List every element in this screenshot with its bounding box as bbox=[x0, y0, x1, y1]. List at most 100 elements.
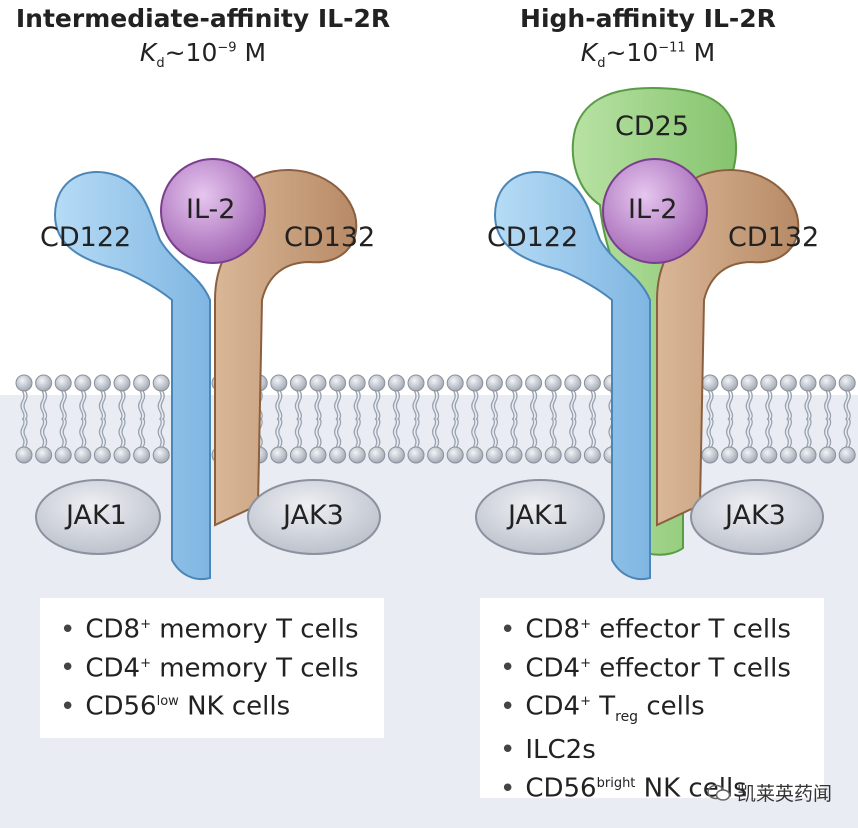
lipid-head bbox=[387, 374, 405, 392]
jak3-right bbox=[690, 479, 824, 555]
lipid-tail bbox=[317, 417, 322, 448]
lipid-tail bbox=[807, 417, 812, 448]
cell-suffix: NK cells bbox=[635, 773, 747, 804]
lipid-tail bbox=[529, 417, 535, 448]
lipid-tail bbox=[474, 390, 479, 421]
lipid-tail bbox=[706, 390, 711, 421]
lipid-tail bbox=[572, 390, 577, 421]
lipid-head bbox=[799, 446, 817, 464]
lipid-tail bbox=[552, 390, 557, 421]
lipid-tail bbox=[79, 417, 84, 448]
lipid-tail bbox=[376, 390, 381, 421]
cell-superscript: + bbox=[140, 617, 151, 632]
lipid-head bbox=[701, 446, 719, 464]
kd-symbol: K bbox=[580, 38, 598, 67]
lipid-tail bbox=[529, 390, 535, 421]
lipid-head bbox=[329, 374, 347, 392]
lipid-tail bbox=[725, 390, 731, 421]
lipid-tail bbox=[353, 390, 358, 421]
lipid-tail bbox=[569, 417, 574, 448]
lipid-tail bbox=[20, 417, 25, 448]
lipid-head bbox=[368, 446, 386, 464]
lipid-tail bbox=[373, 417, 378, 448]
lipid-head bbox=[407, 374, 425, 392]
lipid-tail bbox=[79, 390, 84, 421]
lipid-tail bbox=[451, 417, 456, 448]
label-il2-right: IL-2 bbox=[628, 194, 678, 225]
kd-subscript: d bbox=[156, 56, 165, 71]
lipid-tail bbox=[748, 417, 753, 448]
label-jak1-left: JAK1 bbox=[66, 500, 127, 531]
label-cd132-right: CD132 bbox=[728, 222, 820, 253]
lipid-tail bbox=[118, 417, 123, 448]
kd-value-intermediate: Kd~10−9 M bbox=[0, 38, 413, 71]
lipid-tail bbox=[490, 417, 496, 448]
lipid-tail bbox=[725, 417, 731, 448]
cell-type-item: CD8+ effector T cells bbox=[500, 608, 824, 647]
kd-unit: M bbox=[685, 38, 716, 67]
lipid-tail bbox=[121, 417, 126, 448]
cell-superscript: + bbox=[140, 655, 151, 671]
cell-type-item: ILC2s bbox=[500, 734, 824, 767]
lipid-tail bbox=[768, 390, 773, 421]
cd122-chain-left bbox=[53, 170, 211, 580]
lipid-tail bbox=[157, 390, 162, 421]
lipid-tail bbox=[513, 390, 518, 421]
lipid-tail bbox=[549, 417, 554, 448]
label-il2-left: IL-2 bbox=[186, 194, 236, 225]
lipid-head bbox=[779, 374, 797, 392]
lipid-tail bbox=[160, 390, 165, 421]
label-cd122-left: CD122 bbox=[40, 222, 132, 253]
lipid-tail bbox=[336, 390, 342, 421]
lipid-head bbox=[54, 374, 72, 392]
lipid-tail bbox=[569, 390, 574, 421]
lipid-head bbox=[760, 446, 778, 464]
lipid-head bbox=[564, 374, 582, 392]
cell-type-item: CD8+ memory T cells bbox=[60, 608, 384, 647]
lipid-tail bbox=[39, 417, 45, 448]
lipid-tail bbox=[392, 417, 398, 448]
lipid-tail bbox=[140, 417, 146, 448]
lipid-tail bbox=[294, 390, 300, 421]
kd-symbol: K bbox=[139, 38, 157, 67]
lipid-tail bbox=[588, 417, 594, 448]
lipid-tail bbox=[157, 417, 162, 448]
panel-title-intermediate: Intermediate-affinity IL-2R bbox=[15, 4, 391, 33]
lipid-tail bbox=[549, 390, 554, 421]
wechat-icon bbox=[707, 784, 731, 801]
lipid-head bbox=[329, 446, 347, 464]
lipid-tail bbox=[434, 390, 440, 421]
lipid-tail bbox=[493, 417, 499, 448]
lipid-tail bbox=[395, 417, 401, 448]
lipid-tail bbox=[765, 417, 770, 448]
lipid-tail bbox=[275, 390, 280, 421]
kd-unit: M bbox=[236, 38, 267, 67]
kd-value-high: Kd~10−11 M bbox=[438, 38, 858, 71]
lipid-tail bbox=[317, 390, 322, 421]
cell-name: ILC2s bbox=[525, 735, 596, 766]
lipid-tail bbox=[471, 390, 476, 421]
lipid-tail bbox=[745, 417, 750, 448]
lipid-tail bbox=[434, 417, 440, 448]
lipid-tail bbox=[294, 417, 300, 448]
lipid-tail bbox=[471, 417, 476, 448]
lipid-tail bbox=[395, 390, 401, 421]
cell-superscript: + bbox=[580, 694, 591, 710]
lipid-head bbox=[799, 374, 817, 392]
lipid-tail bbox=[412, 417, 417, 448]
lipid-head bbox=[721, 374, 739, 392]
cell-suffix: memory T cells bbox=[150, 653, 359, 684]
lipid-head bbox=[387, 446, 405, 464]
lipid-tail bbox=[709, 417, 714, 448]
lipid-head bbox=[93, 374, 111, 392]
lipid-tail bbox=[137, 390, 143, 421]
lipid-tail bbox=[784, 417, 790, 448]
lipid-tail bbox=[510, 417, 515, 448]
lipid-head bbox=[701, 374, 719, 392]
lipid-head bbox=[740, 374, 758, 392]
lipid-tail bbox=[118, 390, 123, 421]
lipid-head bbox=[74, 446, 92, 464]
lipid-head bbox=[270, 374, 288, 392]
label-jak1-right: JAK1 bbox=[508, 500, 569, 531]
lipid-tail bbox=[314, 390, 319, 421]
